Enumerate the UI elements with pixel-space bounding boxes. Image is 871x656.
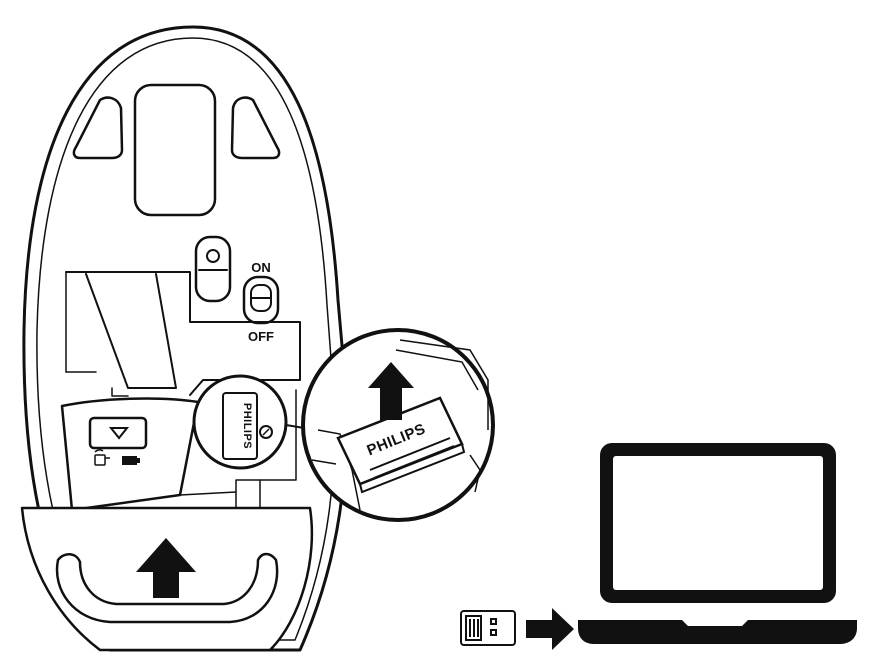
arrow-up-zoom-icon	[368, 362, 414, 420]
battery-cover[interactable]	[60, 397, 200, 512]
battery-icon	[122, 456, 137, 465]
receiver-brand-label: PHILIPS	[241, 403, 253, 449]
glide-pad-left	[72, 96, 124, 160]
glide-pad-center	[133, 83, 217, 217]
arrow-up-icon	[136, 538, 196, 598]
sensor-lens	[206, 249, 220, 263]
nano-receiver-in-slot	[222, 392, 258, 460]
receiver-zoom-callout: PHILIPS	[301, 328, 495, 522]
power-switch[interactable]	[242, 275, 280, 325]
arrow-right-icon	[526, 608, 574, 650]
wireless-receiver-icon	[94, 449, 110, 466]
laptop-base	[578, 620, 857, 644]
laptop-icon	[578, 443, 857, 644]
switch-on-label: ON	[251, 260, 271, 275]
eject-triangle-icon	[108, 427, 130, 440]
optical-sensor	[194, 235, 232, 303]
receiver-small-circle: PHILIPS	[192, 374, 288, 470]
usb-receiver-icon	[460, 610, 516, 646]
receiver-latch-icon	[259, 425, 273, 439]
cap-groove	[55, 552, 279, 624]
battery-compartment	[65, 271, 301, 396]
release-button[interactable]	[88, 416, 148, 450]
glide-pad-right	[230, 96, 281, 160]
switch-off-label: OFF	[248, 329, 274, 344]
mouse-underside	[20, 25, 348, 652]
